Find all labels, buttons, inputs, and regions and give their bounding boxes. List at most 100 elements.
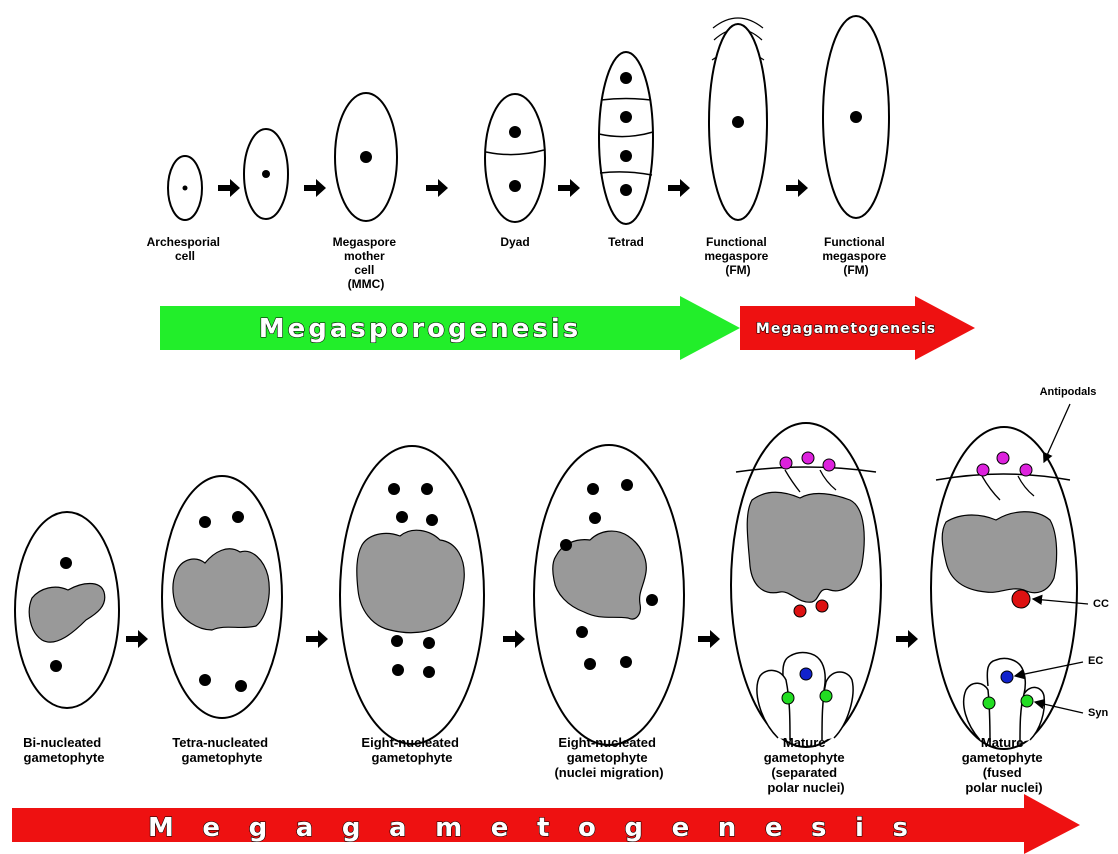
nucleus: [589, 512, 601, 524]
antipodal-nucleus: [1020, 464, 1032, 476]
nucleus: [388, 483, 400, 495]
functional-megaspore-1: [709, 18, 767, 220]
vacuole: [747, 492, 864, 602]
nucleus: [199, 674, 211, 686]
stage-label: Eight-nucleated gametophyte (nuclei migr…: [554, 735, 663, 780]
nucleus: [576, 626, 588, 638]
nucleus: [587, 483, 599, 495]
nucleus: [423, 637, 435, 649]
megasporogenesis-label: Megasporogenesis: [259, 314, 582, 344]
nucleus: [620, 111, 632, 123]
vacuole: [942, 512, 1056, 593]
stage-label: Tetrad: [608, 235, 644, 249]
nucleus: [584, 658, 596, 670]
nucleus: [396, 511, 408, 523]
antipodal-nucleus: [823, 459, 835, 471]
polar-nucleus: [794, 605, 806, 617]
syn-label: Syn: [1088, 707, 1108, 719]
nucleus: [50, 660, 62, 672]
antipodal-nucleus: [997, 452, 1009, 464]
nucleus: [423, 666, 435, 678]
nucleus: [199, 516, 211, 528]
stage-label: Mature gametophyte (fused polar nuclei): [962, 735, 1047, 795]
bottom-labels: Bi-nucleated gametophyte Tetra-nucleated…: [23, 735, 1046, 795]
arrow-right-icon: [503, 630, 525, 648]
nucleus: [509, 126, 521, 138]
arrow-right-icon: [306, 630, 328, 648]
tetrad: [599, 52, 653, 224]
cc-label: CC: [1093, 598, 1109, 610]
stage-label: Functional megaspore (FM): [822, 235, 889, 277]
megagametogenesis-large-arrow: Megagametogenesis: [12, 794, 1080, 854]
nucleus: [620, 72, 632, 84]
nucleus: [183, 186, 188, 191]
stage-label: Dyad: [500, 235, 529, 249]
megagametogenesis-small-label: Megagametogenesis: [756, 321, 936, 337]
nucleus: [391, 635, 403, 647]
nucleus: [509, 180, 521, 192]
bi-nucleated-gametophyte: [15, 512, 119, 708]
tetra-nucleated-gametophyte: [162, 476, 282, 718]
megaspore-mother-cell: [335, 93, 397, 221]
antipodals-pointer: [1044, 404, 1070, 462]
nucleus: [421, 483, 433, 495]
enlarging-cell: [244, 129, 288, 219]
arrow-right-icon: [786, 179, 808, 197]
nucleus: [646, 594, 658, 606]
stage-label: Archesporial cell: [147, 235, 224, 263]
archesporial-cell: [168, 156, 202, 220]
stage-label: Mature gametophyte (separated polar nucl…: [764, 735, 849, 795]
nucleus: [850, 111, 862, 123]
nucleus: [232, 511, 244, 523]
arrow-right-icon: [668, 179, 690, 197]
nucleus: [426, 514, 438, 526]
top-row: Archesporial cell Megaspore mother cell …: [147, 16, 975, 360]
stage-label: Bi-nucleated gametophyte: [23, 735, 105, 765]
arrow-right-icon: [304, 179, 326, 197]
functional-megaspore-2: [823, 16, 889, 218]
bottom-row: Antipodals CC EC Syn Bi-nucleated gameto…: [12, 386, 1109, 854]
nucleus: [620, 656, 632, 668]
egg-cell-nucleus: [1001, 671, 1013, 683]
nucleus: [360, 151, 372, 163]
antipodal-nucleus: [780, 457, 792, 469]
nucleus: [621, 479, 633, 491]
nucleus: [262, 170, 270, 178]
stage-label: Functional megaspore (FM): [704, 235, 771, 277]
vacuole: [357, 530, 464, 632]
arrow-right-icon: [218, 179, 240, 197]
synergid-nucleus: [1021, 695, 1033, 707]
stage-label: Eight-nucleated gametophyte: [361, 735, 462, 765]
megagametogenesis-small-arrow: Megagametogenesis: [740, 296, 975, 360]
mature-gametophyte-separated: [731, 423, 881, 747]
antipodal-nucleus: [977, 464, 989, 476]
nucleus: [732, 116, 744, 128]
stage-label: Megaspore mother cell (MMC): [333, 235, 400, 291]
antipodal-nucleus: [802, 452, 814, 464]
central-cell-nucleus: [1012, 590, 1030, 608]
eight-nucleated-migration-gametophyte: [534, 445, 684, 745]
nucleus: [620, 150, 632, 162]
egg-cell-nucleus: [800, 668, 812, 680]
arrow-right-icon: [426, 179, 448, 197]
synergid-nucleus: [820, 690, 832, 702]
arrow-right-icon: [126, 630, 148, 648]
nucleus: [560, 539, 572, 551]
ec-label: EC: [1088, 655, 1103, 667]
eight-nucleated-gametophyte: [340, 446, 484, 744]
synergid-nucleus: [782, 692, 794, 704]
nucleus: [235, 680, 247, 692]
arrow-right-icon: [558, 179, 580, 197]
nucleus: [60, 557, 72, 569]
arrow-right-icon: [698, 630, 720, 648]
synergid-nucleus: [983, 697, 995, 709]
antipodals-label: Antipodals: [1040, 386, 1097, 398]
nucleus: [392, 664, 404, 676]
top-labels: Archesporial cell Megaspore mother cell …: [147, 235, 890, 291]
polar-nucleus: [816, 600, 828, 612]
arrow-right-icon: [896, 630, 918, 648]
dyad: [485, 94, 545, 222]
stage-label: Tetra-nucleated gametophyte: [172, 735, 271, 765]
mature-gametophyte-fused: [931, 427, 1077, 749]
